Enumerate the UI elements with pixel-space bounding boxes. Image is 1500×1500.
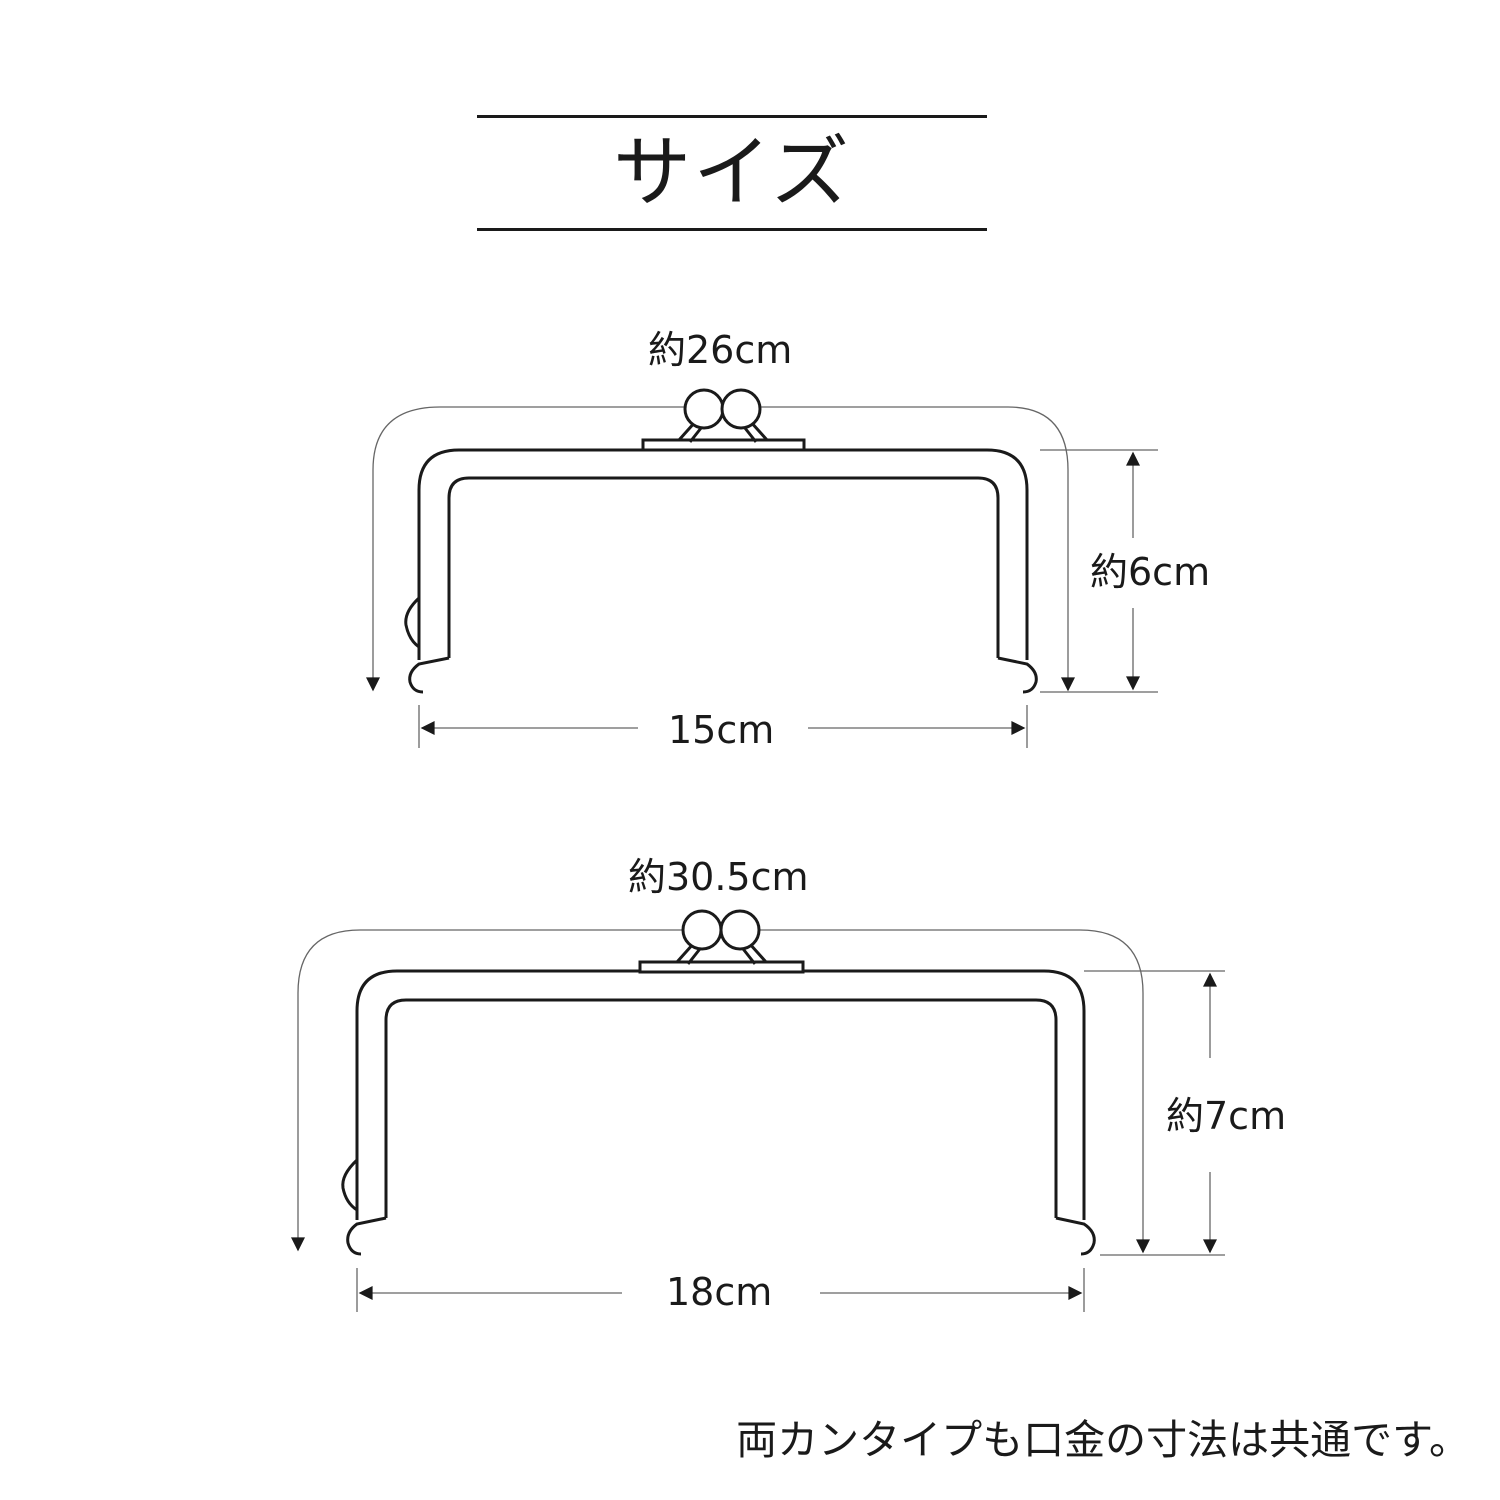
arc-length-label-small: 約26cm — [648, 328, 793, 372]
leg-end-left-small — [408, 656, 450, 694]
frame-outer-small — [417, 448, 1029, 660]
footnote: 両カンタイプも口金の寸法は共通です。 — [736, 1416, 1470, 1464]
hinge-left-large — [341, 1158, 359, 1212]
height-label-small: 約6cm — [1090, 550, 1211, 594]
clasp-ball-right-large — [719, 909, 761, 951]
page-title: サイズ — [613, 128, 851, 218]
width-label-small: 15cm — [668, 708, 775, 752]
frame-outer-large — [355, 969, 1086, 1220]
title-rule-bottom — [477, 228, 987, 231]
title-rule-top — [477, 115, 987, 118]
clasp-ball-left-small — [683, 388, 725, 430]
frame-inner-large — [384, 998, 1058, 1218]
arc-length-label-large: 約30.5cm — [628, 855, 809, 899]
hinge-left-small — [404, 596, 421, 649]
clasp-ball-right-small — [720, 388, 762, 430]
leg-end-right-small — [997, 656, 1038, 694]
leg-end-right-large — [1055, 1216, 1096, 1256]
clasp-plate-small — [641, 438, 806, 452]
width-label-large: 18cm — [666, 1270, 773, 1314]
height-label-large: 約7cm — [1166, 1094, 1287, 1138]
frame-inner-small — [447, 476, 1000, 658]
leg-end-left-large — [346, 1216, 387, 1256]
clasp-ball-left-large — [681, 909, 723, 951]
clasp-plate-large — [638, 960, 805, 974]
frame-large — [291, 909, 1225, 1312]
frame-small — [366, 388, 1158, 748]
arc-dimension-line-large — [291, 929, 1150, 1254]
